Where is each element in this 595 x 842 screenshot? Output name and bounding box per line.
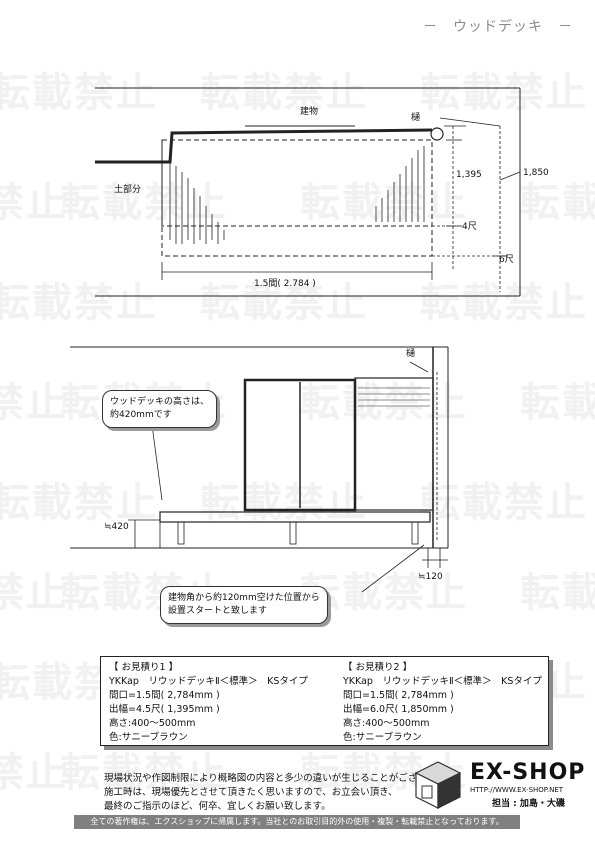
estimate-2-color: 色:サニーブラウン — [343, 732, 422, 743]
dim-offset: ≒120 — [418, 572, 443, 582]
note-line-3: 最終のご指示のほど、何卒、宜しくお願い致します。 — [104, 801, 331, 812]
watermark-text: 転載禁止 — [0, 570, 68, 616]
logo-name: EX-SHOP — [470, 760, 586, 785]
watermark-text: 転載禁止 — [0, 750, 68, 796]
building-label: 建物 — [300, 107, 319, 117]
estimate-1-depth: 出幅=4.5尺( 1,395mm ) — [109, 704, 220, 715]
estimate-1: 【 お見積り1 】 YKKap リウッドデッキⅡ＜標準＞ KSタイプ 間口=1.… — [109, 661, 308, 745]
callout-start-line-1: 建物角から約120mm空けた位置から — [168, 593, 320, 603]
watermark-text: 転載禁止 — [520, 570, 595, 616]
elevation-gutter-label: 樋 — [406, 349, 416, 359]
callout-height-line-1: ウッドデッキの高さは、 — [110, 397, 210, 407]
watermark-text: 転載禁止 — [0, 70, 158, 116]
callout-deck-height: ウッドデッキの高さは、 約420mmです — [102, 390, 218, 428]
watermark-text: 転載禁止 — [0, 380, 68, 426]
watermark-text: 転載禁止 — [0, 480, 158, 526]
estimate-2: 【 お見積り2 】 YKKap リウッドデッキⅡ＜標準＞ KSタイプ 間口=1.… — [343, 661, 542, 745]
watermark-text: 転載禁止 — [60, 750, 228, 796]
note-line-2: 施工時は、現場優先とさせて頂きたく思いますので、お立会い頂き、 — [104, 787, 398, 798]
copyright-footer: 全ての著作権は、エクスショップに帰属します。当社とのお取引目的外の使用・複製・転… — [74, 815, 520, 829]
dim-height: ≒420 — [104, 522, 129, 532]
estimate-2-height: 高さ:400～500mm — [343, 718, 430, 729]
note-line-1: 現場状況や作図制限により概略図の内容と多少の違いが生じることがございます。 — [104, 773, 455, 784]
estimates-box: 【 お見積り1 】 YKKap リウッドデッキⅡ＜標準＞ KSタイプ 間口=1.… — [100, 656, 549, 746]
soil-hatching-right — [375, 146, 425, 222]
watermark-text: 転載禁止 — [520, 180, 595, 226]
estimate-2-depth: 出幅=6.0尺( 1,850mm ) — [343, 704, 454, 715]
callout-start-position: 建物角から約120mm空けた位置から 設置スタートと致します — [160, 586, 328, 624]
watermark-text: 転載禁止 — [200, 280, 368, 326]
company-logo: EX-SHOP HTTP://WWW.EX-SHOP.NET 担当 : 加島・大… — [412, 758, 586, 810]
estimate-1-width: 間口=1.5間( 2,784mm ) — [109, 690, 220, 701]
watermark-text: 転載禁止 — [0, 280, 158, 326]
building-wall — [95, 128, 433, 164]
watermark-text: 転載禁止 — [420, 70, 588, 116]
shutter-panel — [354, 377, 434, 511]
soil-label: 土部分 — [114, 185, 142, 195]
callout-height-line-2: 約420mmです — [110, 410, 172, 420]
gutter-label: 樋 — [411, 113, 421, 123]
deck-4shaku-outline — [161, 139, 433, 227]
dim-6shaku: 6尺 — [499, 255, 514, 265]
logo-cube-icon — [414, 761, 462, 809]
soil-hatching-left — [169, 160, 225, 244]
logo-url: HTTP://WWW.EX-SHOP.NET — [470, 786, 564, 794]
dim-1850: 1,850 — [523, 168, 549, 178]
dim-4shaku: 4尺 — [462, 222, 477, 232]
watermark-text: 転載禁止 — [520, 380, 595, 426]
watermark-text: 転載禁止 — [300, 180, 468, 226]
watermark-text: 転載禁止 — [60, 180, 228, 226]
watermark-text: 転載禁止 — [200, 480, 368, 526]
gutter-circle — [430, 127, 444, 141]
page-title: － ウッドデッキ － — [423, 19, 573, 35]
watermark-text: 転載禁止 — [200, 70, 368, 116]
estimate-2-width: 間口=1.5間( 2,784mm ) — [343, 690, 454, 701]
deck-surface — [159, 511, 431, 523]
watermark-text: 転載禁止 — [420, 280, 588, 326]
plan-view — [95, 87, 521, 297]
deck-6shaku-outline — [161, 139, 433, 257]
estimate-2-heading: 【 お見積り2 】 — [343, 662, 413, 673]
estimate-1-height: 高さ:400～500mm — [109, 718, 196, 729]
elevation-view — [70, 346, 449, 593]
watermark-text: 転載禁止 — [0, 180, 68, 226]
estimate-2-product: YKKap リウッドデッキⅡ＜標準＞ KSタイプ — [343, 676, 542, 687]
staff-label: 担当 : 加島・大磯 — [492, 799, 565, 809]
dim-1395: 1,395 — [456, 170, 482, 180]
notes: 現場状況や作図制限により概略図の内容と多少の違いが生じることがございます。 施工… — [104, 772, 454, 814]
estimate-1-color: 色:サニーブラウン — [109, 732, 188, 743]
callout-start-line-2: 設置スタートと致します — [168, 606, 268, 616]
watermark-text: 転載禁止 — [300, 380, 468, 426]
dim-width: 1.5間( 2.784 ) — [254, 279, 316, 289]
estimate-1-heading: 【 お見積り1 】 — [109, 662, 179, 673]
estimate-1-product: YKKap リウッドデッキⅡ＜標準＞ KSタイプ — [109, 676, 308, 687]
